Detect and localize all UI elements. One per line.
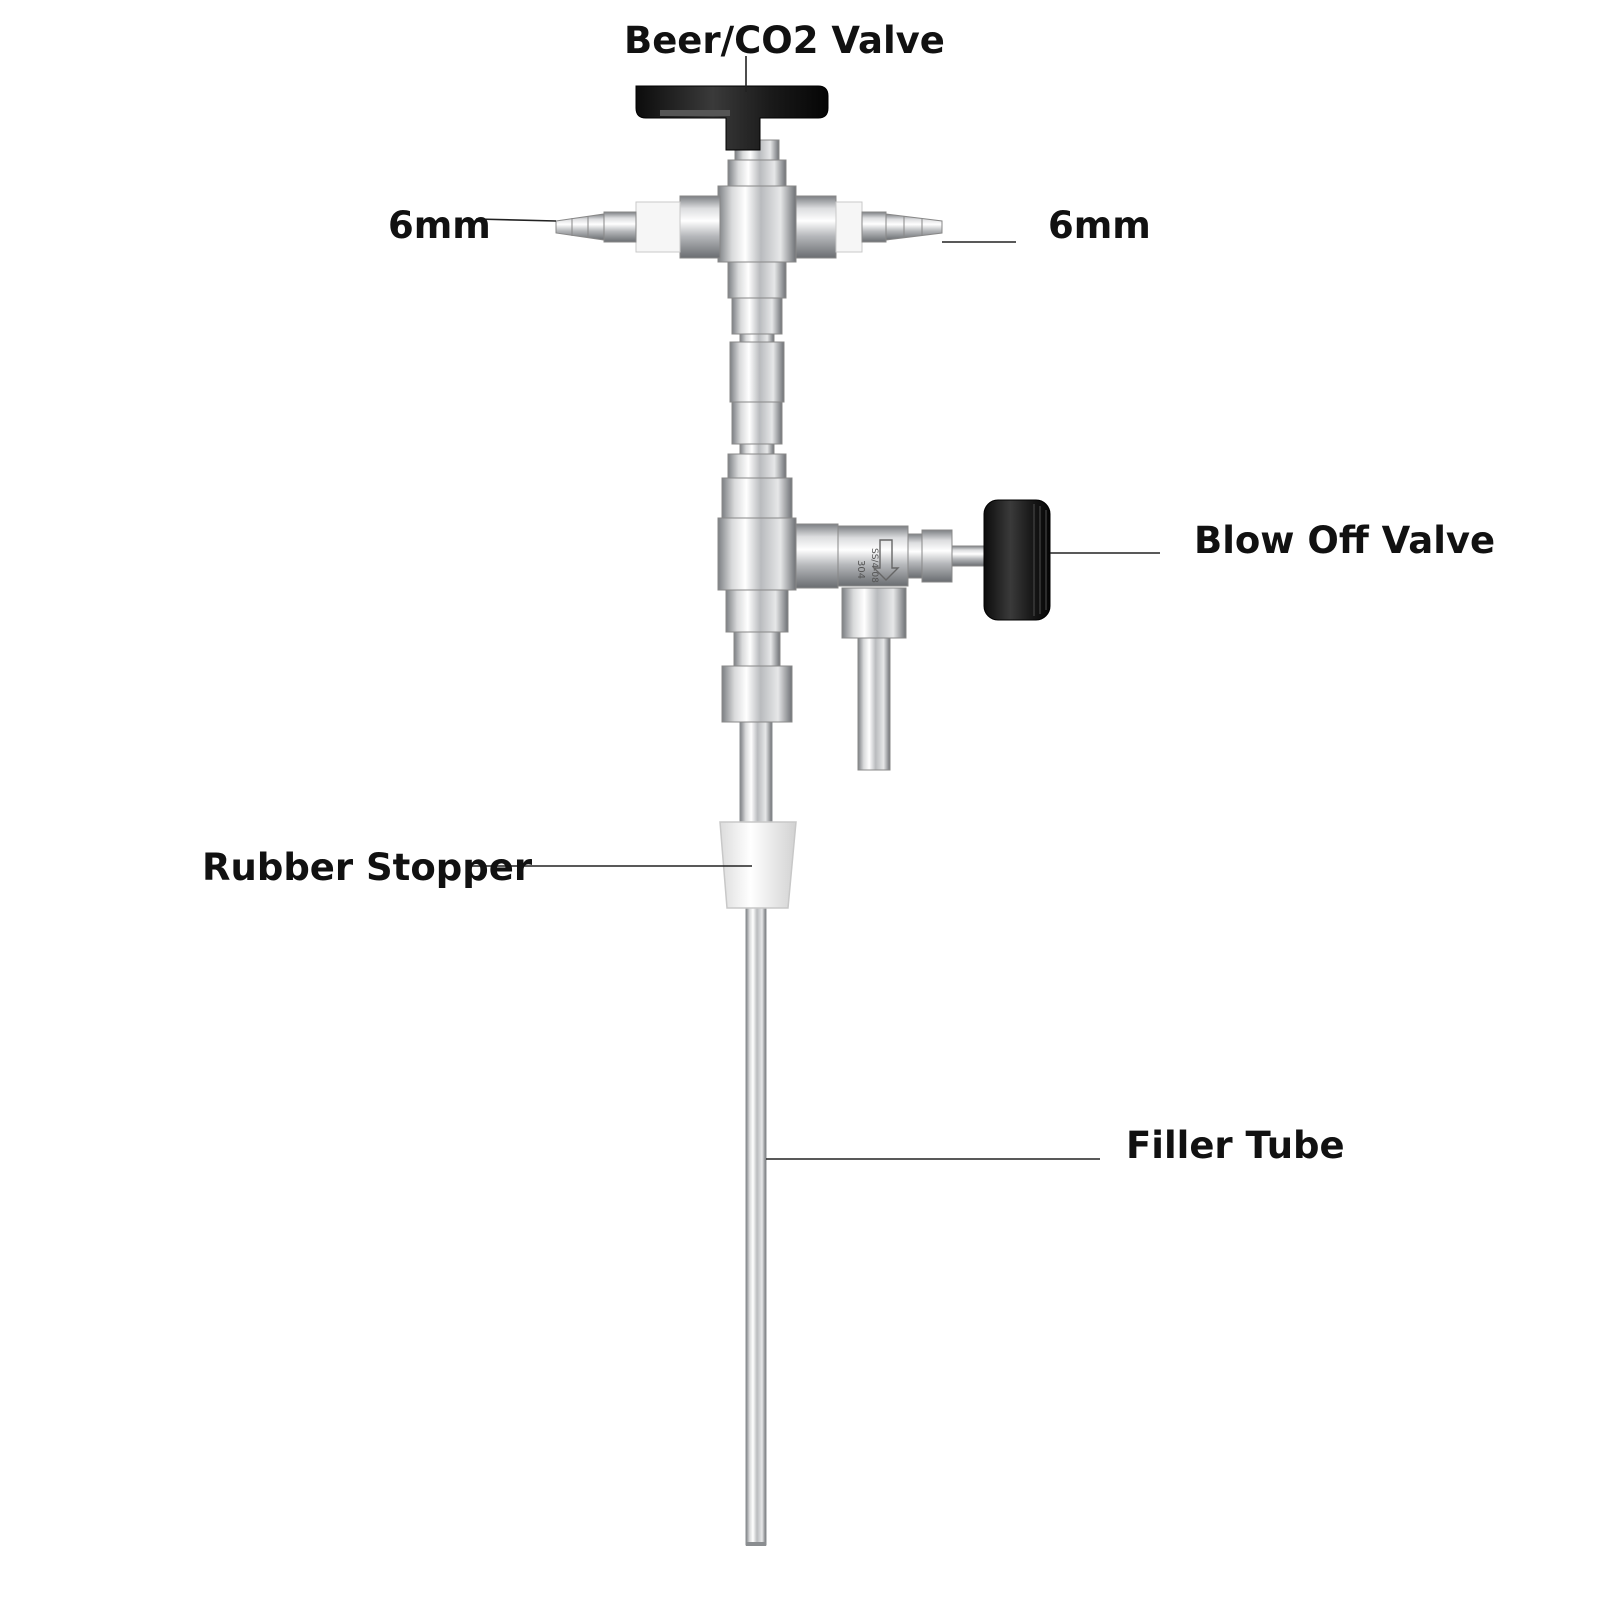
valve-marking-304: 304: [855, 560, 866, 579]
blow-off-valve: 304 SS/4-08: [795, 499, 1051, 771]
main-body: [717, 139, 797, 723]
right-hose-barb: [861, 211, 943, 243]
blow-off-knob: [983, 499, 1051, 621]
leader-left-port: [475, 218, 557, 222]
flow-arrow-icon: [872, 539, 900, 581]
beer-co2-valve-handle: [635, 85, 829, 151]
label-filler-tube: Filler Tube: [1126, 1124, 1345, 1167]
label-beer-co2-valve: Beer/CO2 Valve: [624, 19, 945, 62]
left-hose-barb: [555, 211, 637, 243]
leader-lines: [468, 56, 1160, 1160]
label-left-port: 6mm: [388, 204, 491, 247]
valve-marking-model: SS/4-08: [869, 548, 879, 583]
rubber-stopper: [719, 821, 797, 909]
co2-tee: [555, 195, 943, 259]
upper-tube: [739, 719, 773, 826]
label-rubber-stopper: Rubber Stopper: [202, 846, 533, 889]
label-blow-off-valve: Blow Off Valve: [1194, 519, 1495, 562]
filler-tube: [745, 904, 767, 1546]
label-right-port: 6mm: [1048, 204, 1151, 247]
